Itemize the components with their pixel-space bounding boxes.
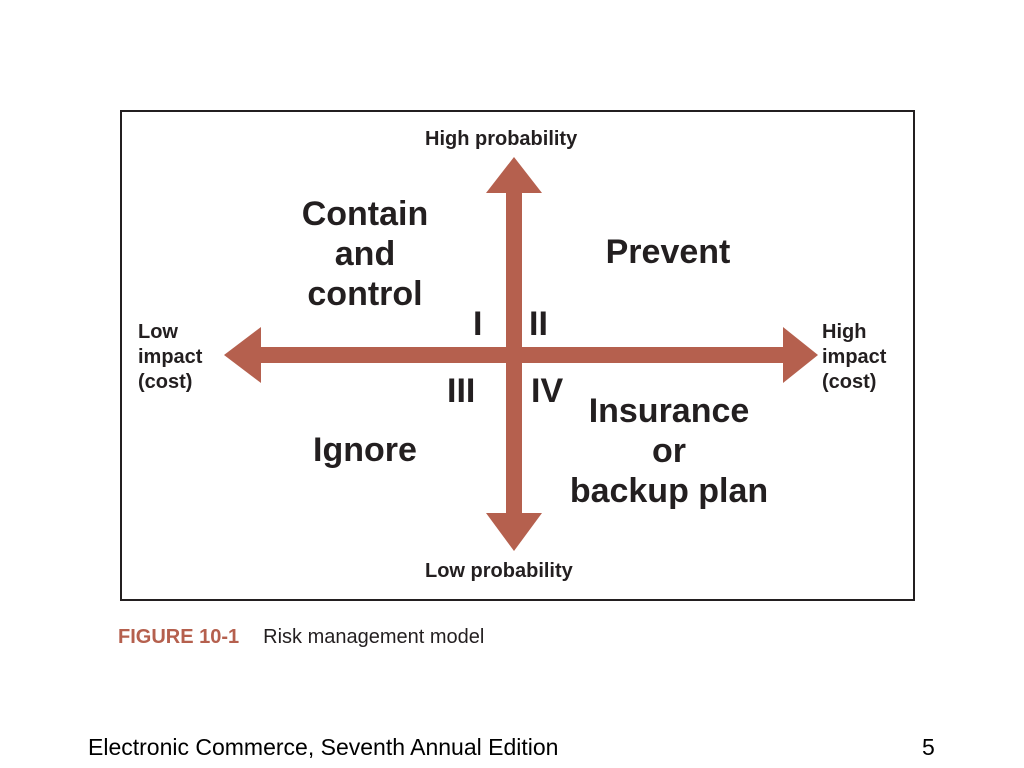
figure-caption: FIGURE 10-1 Risk management model: [118, 626, 484, 649]
axis-label-high-impact-line: High: [822, 321, 867, 343]
quadrant-label-line: Insurance: [588, 392, 750, 430]
caption-figure-label: FIGURE 10-1: [118, 626, 240, 648]
page-number: 5: [922, 734, 935, 760]
quadrant-numeral-iii: III: [447, 372, 476, 410]
axis-label-high-impact-line: impact: [822, 346, 887, 368]
quadrant-label-insurance-or-backup-plan: Insurance or backup plan: [539, 391, 799, 511]
quadrant-numeral-i: I: [473, 305, 483, 343]
axis-label-low-impact-line: impact: [138, 346, 203, 368]
axis-label-high-impact-line: (cost): [822, 371, 877, 393]
quadrant-label-line: control: [307, 275, 423, 313]
axis-label-low-impact: Low impact (cost): [138, 320, 202, 395]
quadrant-label-prevent: Prevent: [568, 232, 768, 272]
quadrant-label-line: Contain: [301, 195, 429, 233]
quadrant-numeral-ii: II: [529, 305, 548, 343]
quadrant-label-line: or: [652, 432, 686, 470]
caption-text: Risk management model: [263, 626, 485, 648]
axis-label-low-probability: Low probability: [425, 560, 573, 582]
quadrant-label-line: and: [334, 235, 396, 273]
quadrant-numeral-iv: IV: [531, 372, 564, 410]
horizontal-axis-shaft: [256, 347, 788, 363]
quadrant-label-line: Prevent: [605, 233, 731, 271]
footer-title: Electronic Commerce, Seventh Annual Edit…: [88, 734, 559, 760]
quadrant-label-ignore: Ignore: [265, 430, 465, 470]
quadrant-label-line: Ignore: [313, 431, 417, 469]
left-arrowhead: [224, 327, 261, 383]
figure-frame: [120, 110, 915, 601]
axis-label-high-probability: High probability: [425, 128, 578, 150]
axis-label-low-impact-line: Low: [138, 321, 178, 343]
axis-label-low-impact-line: (cost): [138, 371, 193, 393]
down-arrowhead: [486, 513, 542, 551]
quadrant-label-contain-and-control: Contain and control: [265, 194, 465, 314]
up-arrowhead: [486, 157, 542, 193]
axis-label-high-impact: High impact (cost): [822, 320, 886, 395]
right-arrowhead: [783, 327, 818, 383]
quadrant-label-line: backup plan: [569, 472, 769, 510]
